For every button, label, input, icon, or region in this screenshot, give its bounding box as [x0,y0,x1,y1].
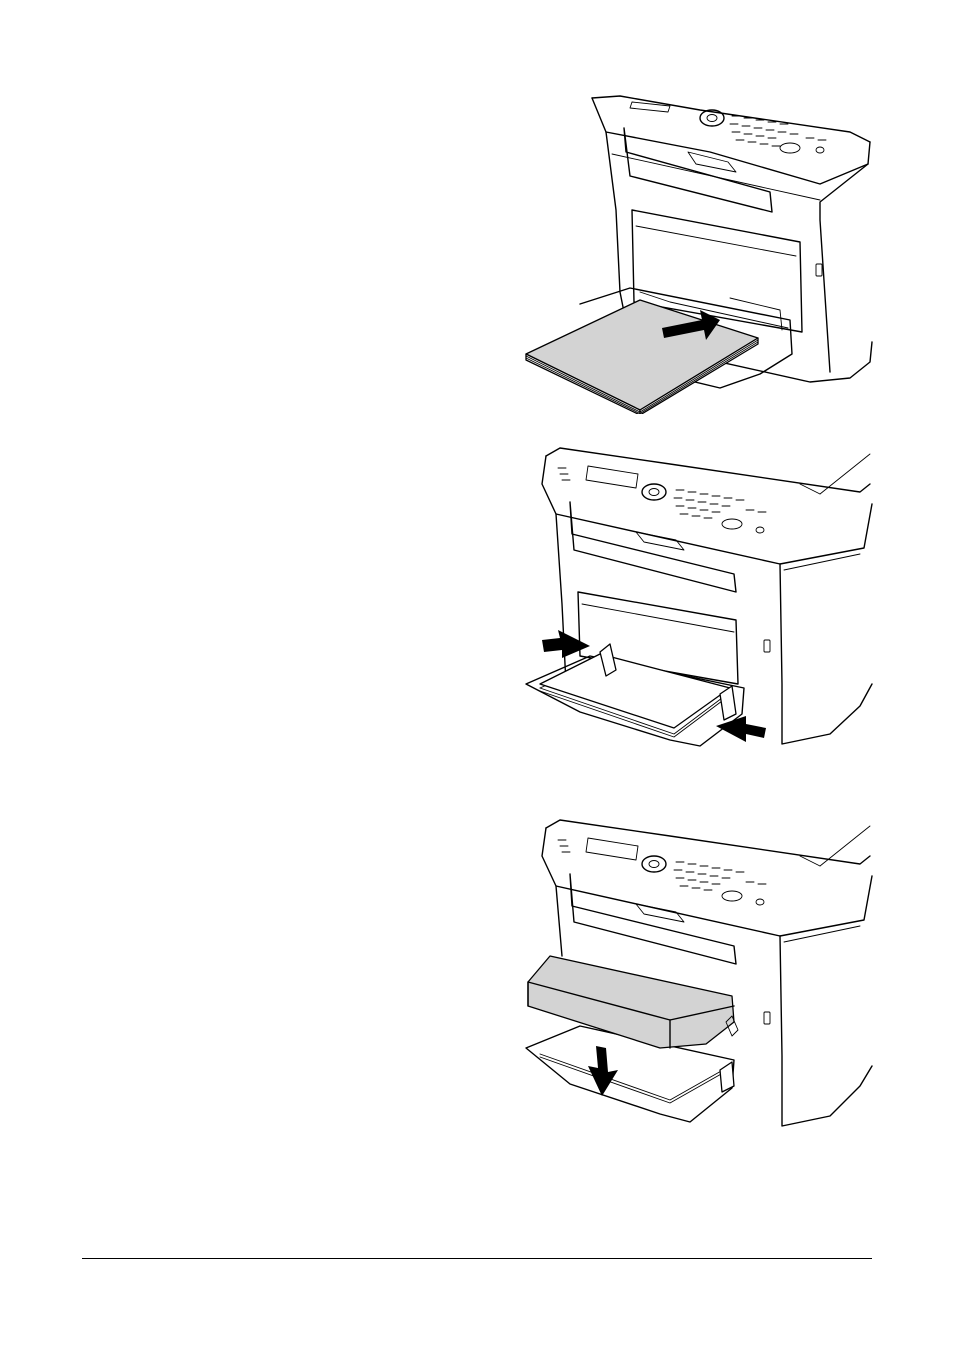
printer-insert-paper-illustration [520,92,874,414]
printer-close-dust-cover-illustration [520,816,874,1136]
footer-rule [82,1258,872,1259]
printer-adjust-paper-guides-illustration [520,444,874,756]
